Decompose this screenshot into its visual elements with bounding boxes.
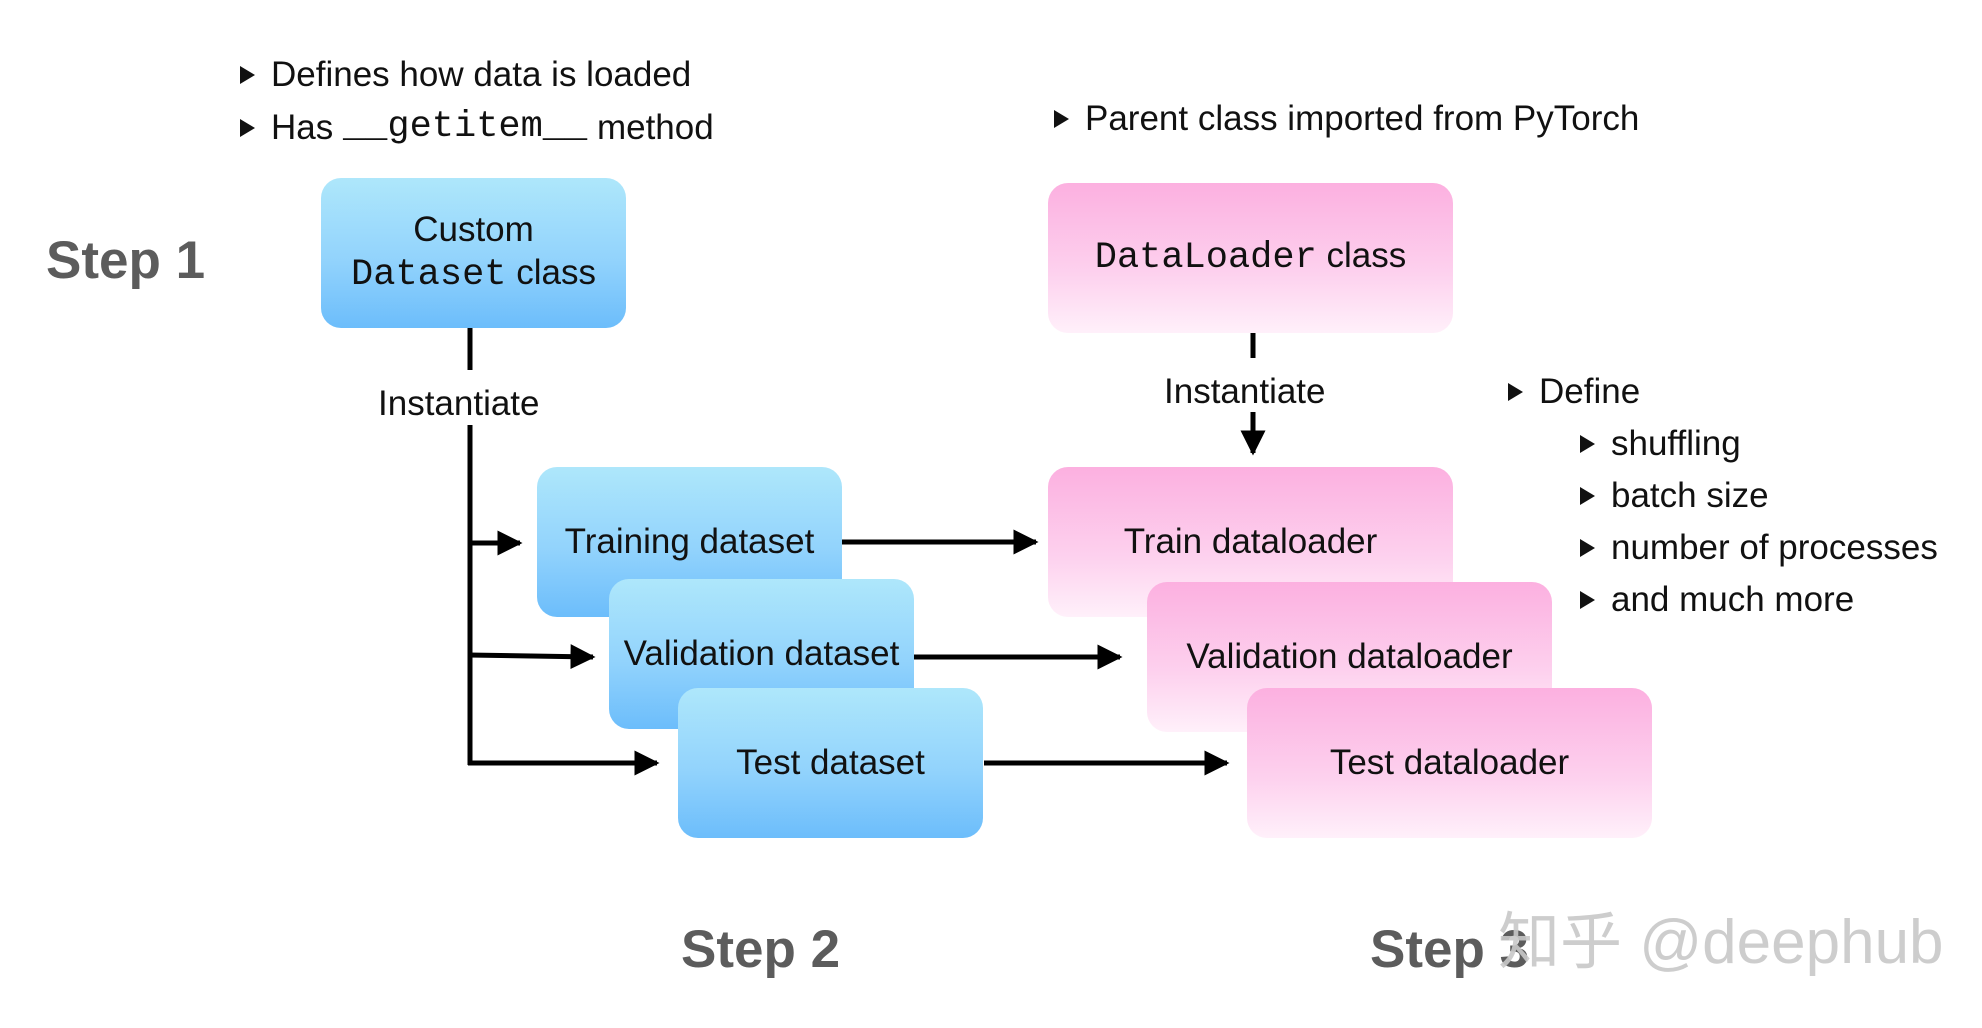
test-dataloader-box: Test dataloader <box>1247 688 1652 838</box>
step-1-label: Step 1 <box>46 231 206 290</box>
bullet-triangle-icon <box>1580 486 1595 505</box>
branch-arrow-validation <box>467 644 596 670</box>
train-dataloader-label: Train dataloader <box>1123 522 1378 562</box>
instantiate-label-right: Instantiate <box>1160 372 1330 411</box>
test-dataloader-label: Test dataloader <box>1329 743 1570 783</box>
dataloader-class-box: DataLoader class <box>1048 183 1453 333</box>
define-item: number of processes <box>1580 530 1938 565</box>
bullet-triangle-icon <box>1054 109 1069 128</box>
bullet-triangle-icon <box>240 118 255 137</box>
custom-dataset-class-box: Custom Dataset class <box>321 178 626 328</box>
training-dataset-label: Training dataset <box>564 522 815 562</box>
dataset-note-1: Defines how data is loaded <box>240 57 691 92</box>
watermark: 知乎 @deephub <box>1498 908 1944 977</box>
bullet-triangle-icon <box>1580 434 1595 453</box>
custom-dataset-line1: Custom <box>413 209 534 249</box>
test-dataset-box: Test dataset <box>678 688 983 838</box>
bullet-triangle-icon <box>240 65 255 84</box>
define-item: shuffling <box>1580 426 1741 461</box>
test-dataset-label: Test dataset <box>736 743 925 783</box>
step-3-label: Step 3 <box>1370 920 1530 979</box>
dataloader-note: Parent class imported from PyTorch <box>1054 101 1639 136</box>
step-2-label: Step 2 <box>681 920 841 979</box>
bullet-triangle-icon <box>1580 538 1595 557</box>
validation-dataset-label: Validation dataset <box>623 634 900 674</box>
dataloader-class-label: DataLoader class <box>1094 236 1407 280</box>
define-title: Define <box>1508 374 1640 409</box>
custom-dataset-line2: Dataset class <box>351 253 596 297</box>
bullet-triangle-icon <box>1580 590 1595 609</box>
instantiate-label-left: Instantiate <box>374 384 544 423</box>
define-item: and much more <box>1580 582 1854 617</box>
dataset-note-2: Has __getitem__ method <box>240 109 714 146</box>
bullet-triangle-icon <box>1508 382 1523 401</box>
define-item: batch size <box>1580 478 1769 513</box>
validation-dataloader-label: Validation dataloader <box>1186 637 1513 677</box>
